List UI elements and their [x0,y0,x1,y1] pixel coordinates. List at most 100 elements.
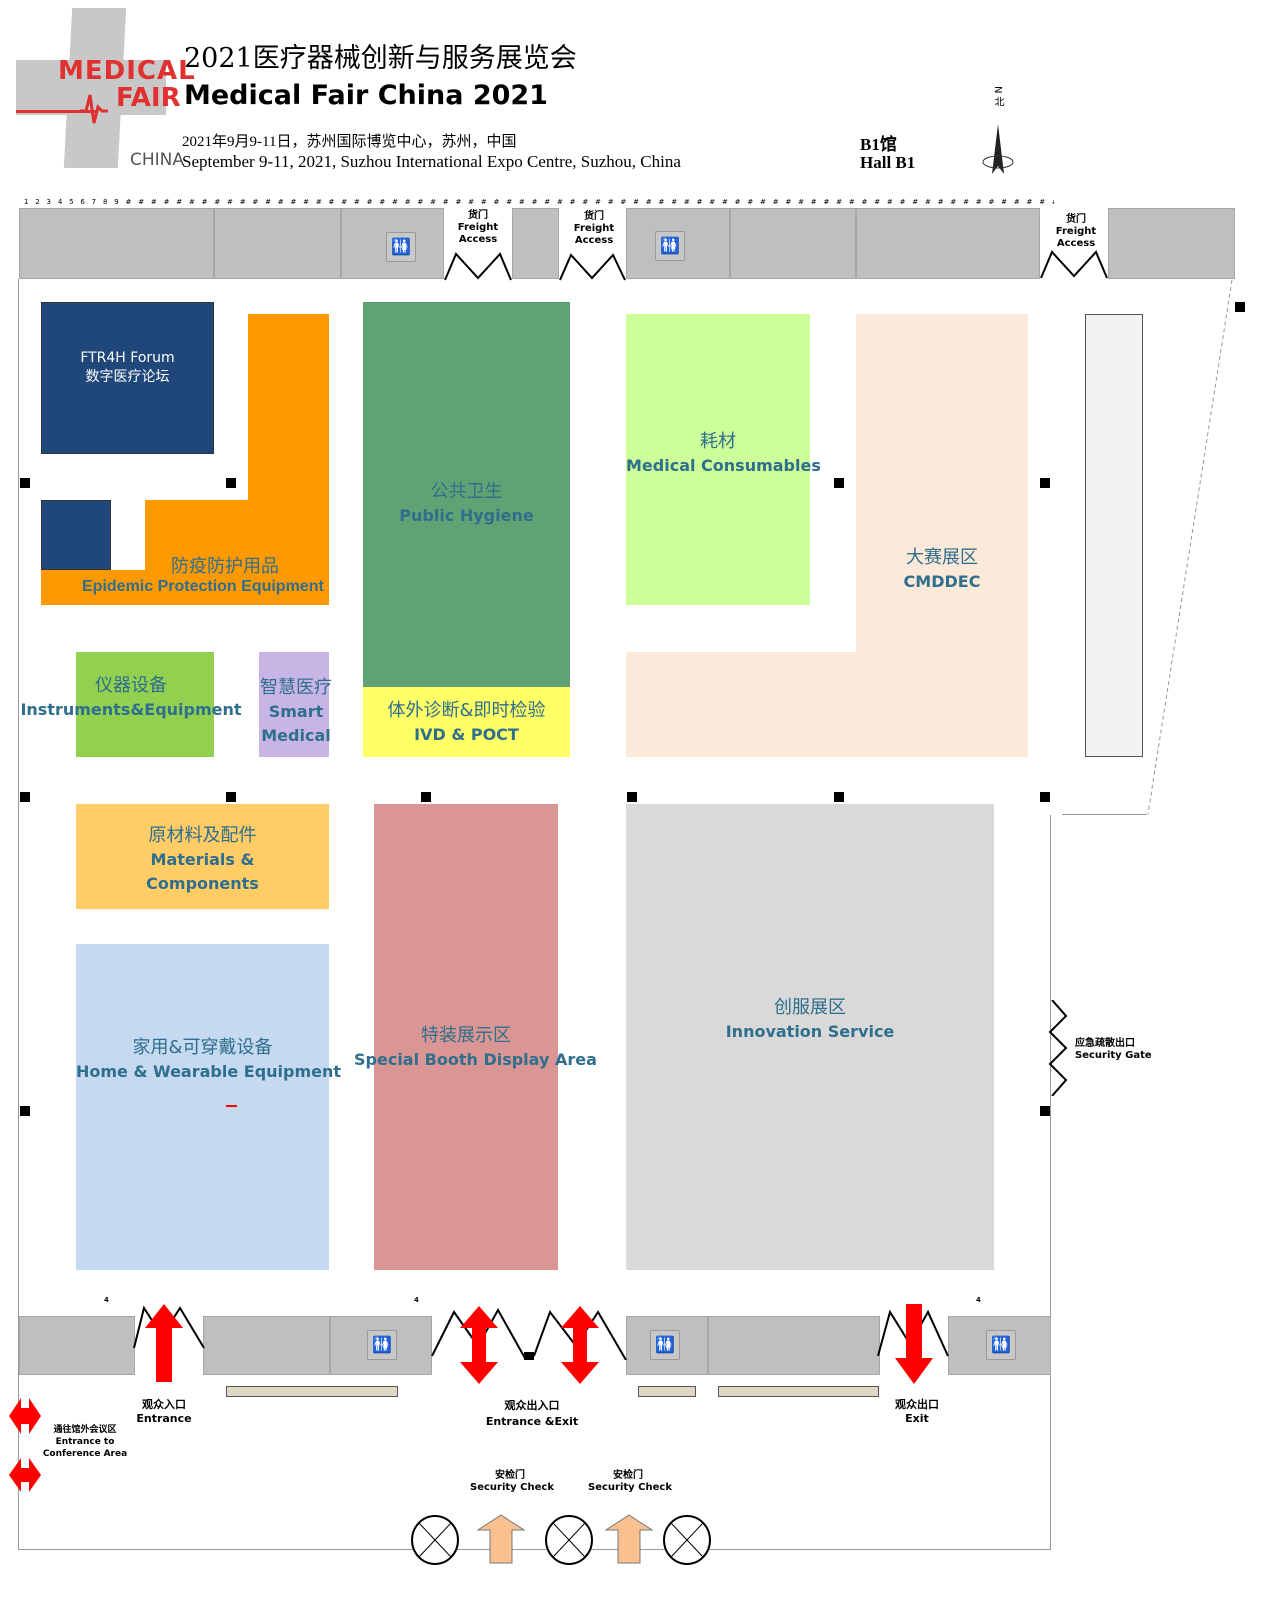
map-element: Freight [1055,226,1097,237]
map-element [524,1352,534,1360]
map-element: IVD & POCT [414,725,519,744]
map-element: Materials & [150,850,255,869]
map-element [9,1458,41,1492]
map-element: 家用&可穿戴设备 [132,1037,273,1058]
map-element [895,1304,933,1384]
conference-arrow-icon[interactable] [9,1458,41,1492]
map-element [552,1522,586,1558]
service-room [730,208,856,279]
pillar [1235,302,1245,312]
map-element: 货门 [468,210,488,221]
map-element: Access [574,235,614,246]
pillar [1040,478,1050,488]
map-element: 货门 [584,211,604,222]
map-element: 仪器设备 [95,675,167,696]
map-element: 安检门 [495,1470,525,1481]
map-element: Smart Medical [261,702,331,745]
map-element: Entrance &Exit [485,1415,579,1428]
zone-special-booth[interactable]: 特装展示区 Special Booth Display Area [354,804,597,1270]
date-cn: 2021年9月9-11日，苏州国际博览中心，苏州，中国 [182,134,517,150]
security-gate-icon[interactable] [1044,1000,1072,1096]
restroom-icon: 🚻 [386,232,416,262]
map-element [460,1306,498,1384]
restroom-icon: 🚻 [650,1330,680,1360]
zone-smart-medical[interactable] [259,652,329,757]
map-element: Medical Consumables [626,456,821,475]
map-element: Freight [457,222,499,233]
map-element: 特装展示区 [421,1025,511,1046]
map-element [670,1522,704,1558]
map-element [559,253,626,281]
service-room [19,1316,135,1375]
map-element: 智慧医疗 [260,677,332,698]
map-element [444,252,512,281]
map-element: Entrance to [55,1437,115,1447]
zone-instruments[interactable] [76,652,214,757]
bench [718,1386,879,1397]
restroom-icon: 🚻 [655,231,685,261]
map-element [1048,1000,1068,1096]
ruler: 1 2 3 4 5 6 7 8 9 # # # # # # # # # # # … [24,198,1054,206]
security-check-arrow-icon[interactable] [605,1514,653,1564]
zone-home-wearable[interactable]: 家用&可穿戴设备 Home & Wearable Equipment [76,944,342,1270]
map-element: Special Booth Display Area [354,1050,597,1069]
map-element [1062,814,1147,815]
restroom-icon: 🚻 [367,1330,397,1360]
zone-small-navy [41,500,111,570]
hall-cn: B1馆 [860,135,897,154]
entrance-arrow-icon[interactable] [145,1304,183,1382]
entrance-exit-arrow-icon[interactable] [460,1306,498,1384]
freight-door-icon[interactable] [559,252,626,282]
map-element: 观众出入口 [504,1399,560,1412]
map-element: Home & Wearable Equipment [76,1062,342,1081]
map-element: Innovation Service [725,1022,895,1041]
map-element: 安检门 [613,1470,643,1481]
no-entry-icon [411,1515,459,1565]
entrance-exit-label: 观众出入口 Entrance &Exit [482,1398,582,1430]
conference-arrow-icon[interactable] [9,1398,41,1434]
freight-door-icon[interactable] [1040,248,1108,280]
map-element: Conference Area [42,1449,128,1459]
map-element: Components [146,874,259,893]
exit-arrow-icon[interactable] [895,1304,933,1384]
map-element [561,1306,599,1384]
map-element [145,1304,183,1382]
map-element: Public Hygiene [399,506,534,525]
map-element [605,1514,653,1564]
map-element: Security Gate [1075,1050,1152,1061]
map-element: 观众入口 [142,1398,186,1411]
map-element: Instruments&Equipment [20,700,242,719]
map-element: 特装展示区 Special Booth Display Area [354,1024,597,1072]
map-element [80,94,108,124]
pillar [834,792,844,802]
entrance-exit-arrow-icon[interactable] [561,1306,599,1384]
map-element [1050,815,1051,1550]
map-element [477,1514,525,1564]
map-element [1040,250,1108,279]
grid-mark: 4 [104,1296,109,1304]
pillar [421,792,431,802]
service-room [626,208,730,279]
epidemic-label-cn: 防疫防护用品 [171,556,279,577]
map-element: CMDDEC [903,572,981,591]
map-element: Exit [905,1412,929,1425]
freight-door-icon[interactable] [444,250,512,282]
security-check-arrow-icon[interactable] [477,1514,525,1564]
pillar [834,478,844,488]
